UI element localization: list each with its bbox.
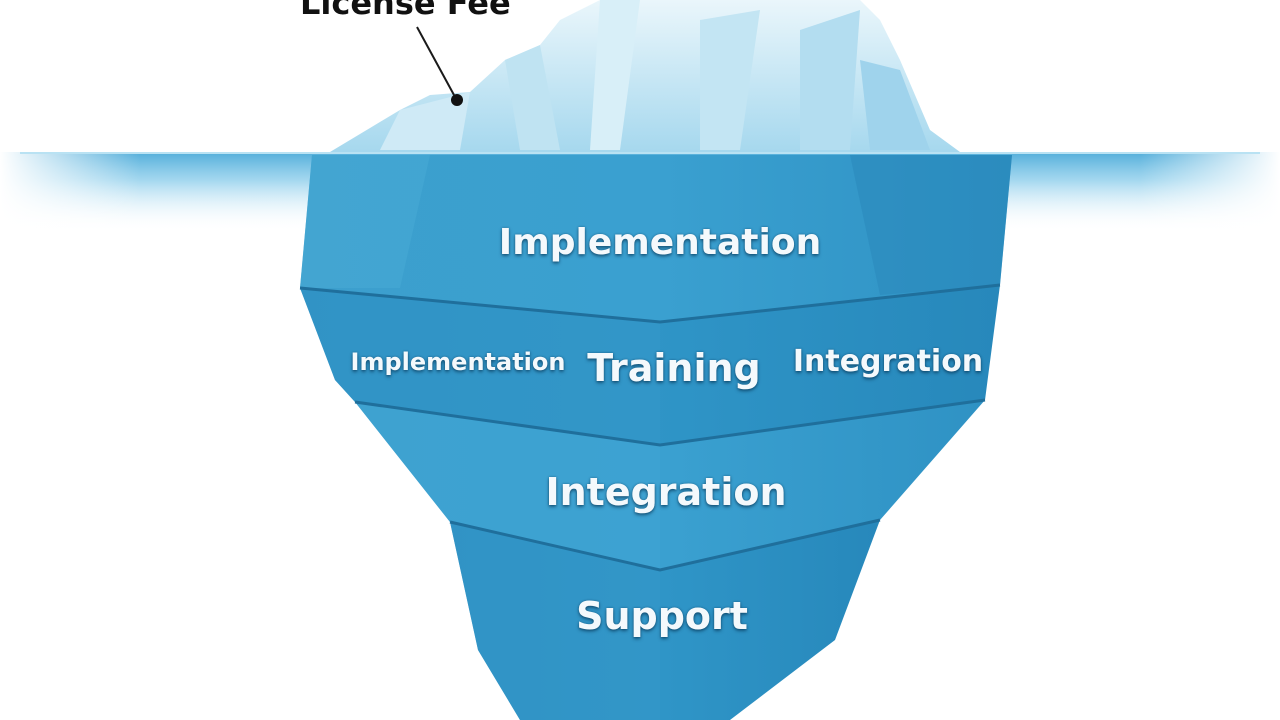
layer-label-top: Implementation [498,222,822,263]
layer-label-lower: Integration [545,470,787,514]
iceberg-layer-middle [299,283,1001,445]
iceberg-layer-bottom [449,518,881,720]
layer-label-middle-left: Implementation [350,348,566,376]
iceberg-layer-top [300,155,1012,322]
callout-pointer [416,26,463,106]
callout-label: License Fee [300,0,511,22]
layer-label-bottom: Support [576,594,748,638]
layer-label-middle-right: Integration [792,344,984,379]
iceberg-tip [330,0,960,152]
layer-label-middle-center: Training [587,346,761,390]
iceberg-layer-lower [354,398,986,570]
